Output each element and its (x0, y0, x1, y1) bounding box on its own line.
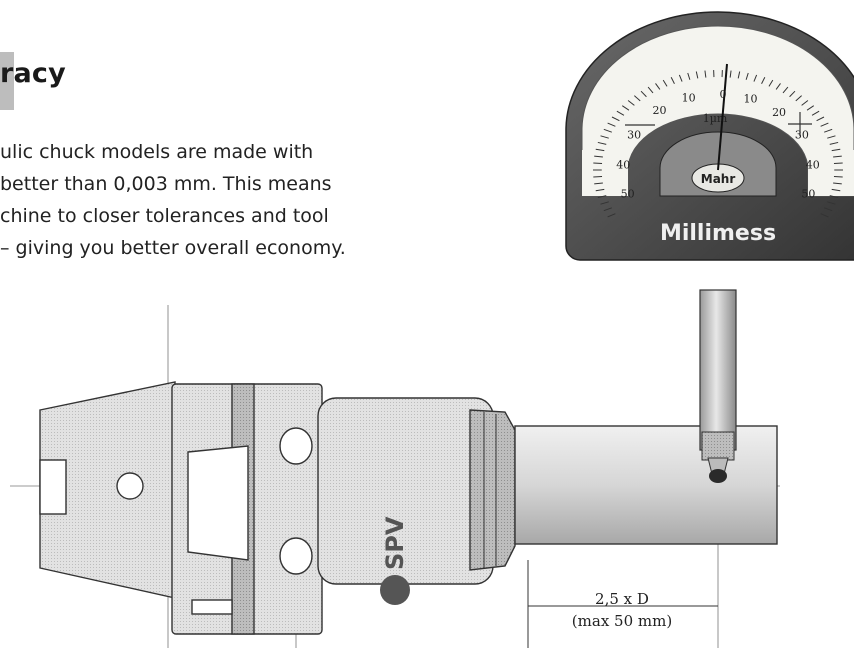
scale-tick (627, 100, 635, 106)
scale-tick (827, 135, 836, 139)
scale-tick (831, 148, 841, 152)
flange-hole-left (116, 472, 144, 500)
spv-logo: SPV (380, 516, 410, 605)
scale-tick (607, 122, 616, 127)
scale-tick (782, 86, 789, 94)
probe-ball (709, 469, 727, 483)
dial-gauge: Mahr Millimess 1µm 20 10 0 10 20 30 30 40 40 50 50 (565, 11, 854, 483)
scale-tick (820, 213, 829, 218)
dimension-label-line1: 2,5 x D (595, 590, 649, 608)
scale-tick (761, 77, 766, 84)
scale-label: 10 (743, 93, 757, 106)
tool-shaft (514, 425, 778, 545)
scale-tick (655, 83, 661, 90)
scale-tick (833, 182, 842, 185)
flange-cutout (187, 445, 249, 561)
scale-tick (827, 201, 836, 205)
scale-tick (597, 195, 607, 199)
gauge-scale-labels: 20 10 0 10 20 30 30 40 40 50 50 (616, 88, 820, 200)
scale-tick (811, 110, 820, 116)
gauge-unit-label: 1µm (703, 112, 728, 125)
scale-tick (662, 79, 668, 87)
paragraph-line-3: chine to closer tolerances and tool (0, 205, 329, 227)
scale-tick (801, 100, 809, 106)
scale-label: 30 (795, 128, 809, 141)
body-paragraph: ulic chuck models are made with better t… (0, 136, 480, 264)
scale-tick (833, 155, 842, 158)
scale-tick (745, 72, 749, 80)
gauge-scale-ticks (593, 70, 843, 218)
scale-tick (594, 182, 603, 185)
scale-tick (678, 74, 683, 82)
scale-tick (729, 70, 732, 78)
scale-tick (607, 213, 616, 218)
section-heading: racy (0, 58, 66, 89)
scale-label: 30 (627, 128, 641, 141)
scale-tick (824, 128, 833, 133)
scale-tick (647, 86, 654, 94)
scale-tick (829, 195, 839, 199)
scale-tick (603, 207, 612, 212)
flange-bottom-slot (191, 599, 233, 615)
scale-tick (621, 105, 630, 111)
scale-label: 20 (653, 104, 667, 117)
shank-slot (39, 459, 67, 515)
gauge-knurl (701, 431, 735, 461)
scale-tick (820, 122, 829, 127)
gauge-needle (717, 63, 728, 171)
paragraph-line-4: – giving you better overall economy. (0, 237, 346, 259)
scale-tick (737, 71, 741, 79)
paragraph-line-1: ulic chuck models are made with (0, 141, 314, 163)
scale-label: 20 (772, 106, 786, 119)
scale-tick (816, 116, 825, 122)
scale-tick (824, 207, 833, 212)
heading-accent-block (0, 52, 14, 110)
gauge-model-label: Millimess (660, 221, 776, 246)
dimension-annotation (527, 560, 718, 648)
gauge-brand-label: Mahr (701, 172, 736, 186)
scale-tick (603, 128, 612, 133)
scale-tick (634, 95, 641, 102)
scale-tick (695, 71, 699, 79)
scale-tick (611, 116, 620, 122)
scale-tick (806, 105, 815, 111)
scale-tick (768, 79, 774, 87)
scale-tick (640, 90, 647, 98)
scale-tick (670, 77, 675, 84)
scale-tick (753, 74, 758, 82)
scale-tick (704, 70, 707, 78)
scale-label: 40 (616, 159, 630, 172)
scale-label: 0 (719, 88, 726, 101)
scale-tick (594, 155, 603, 158)
scale-tick (600, 135, 609, 139)
gauge-face-bottom-left (582, 150, 628, 196)
scale-tick (775, 83, 781, 90)
scale-tick (831, 188, 841, 192)
logo-mark-icon (380, 575, 410, 605)
scale-tick (600, 201, 609, 205)
nose-rings (469, 409, 516, 571)
scale-label: 40 (806, 159, 820, 172)
scale-tick (795, 95, 802, 102)
scale-tick (595, 188, 605, 192)
hydraulic-chuck (39, 381, 516, 635)
scale-tick (789, 90, 796, 98)
scale-tick (595, 148, 605, 152)
scale-tick (829, 141, 839, 145)
scale-label: 50 (801, 187, 815, 200)
gauge-face-bottom-right (808, 150, 854, 196)
logo-text: SPV (381, 516, 409, 570)
scale-tick (687, 72, 691, 80)
gauge-stem (699, 289, 737, 451)
scale-label: 50 (621, 187, 635, 200)
nose-hole-bottom (279, 537, 313, 575)
scale-label: 10 (682, 92, 696, 105)
scale-tick (616, 110, 625, 116)
paragraph-line-2: better than 0,003 mm. This means (0, 173, 332, 195)
nose-hole-top (279, 427, 313, 465)
scale-tick (597, 141, 607, 145)
dimension-label-line2: (max 50 mm) (572, 612, 672, 630)
